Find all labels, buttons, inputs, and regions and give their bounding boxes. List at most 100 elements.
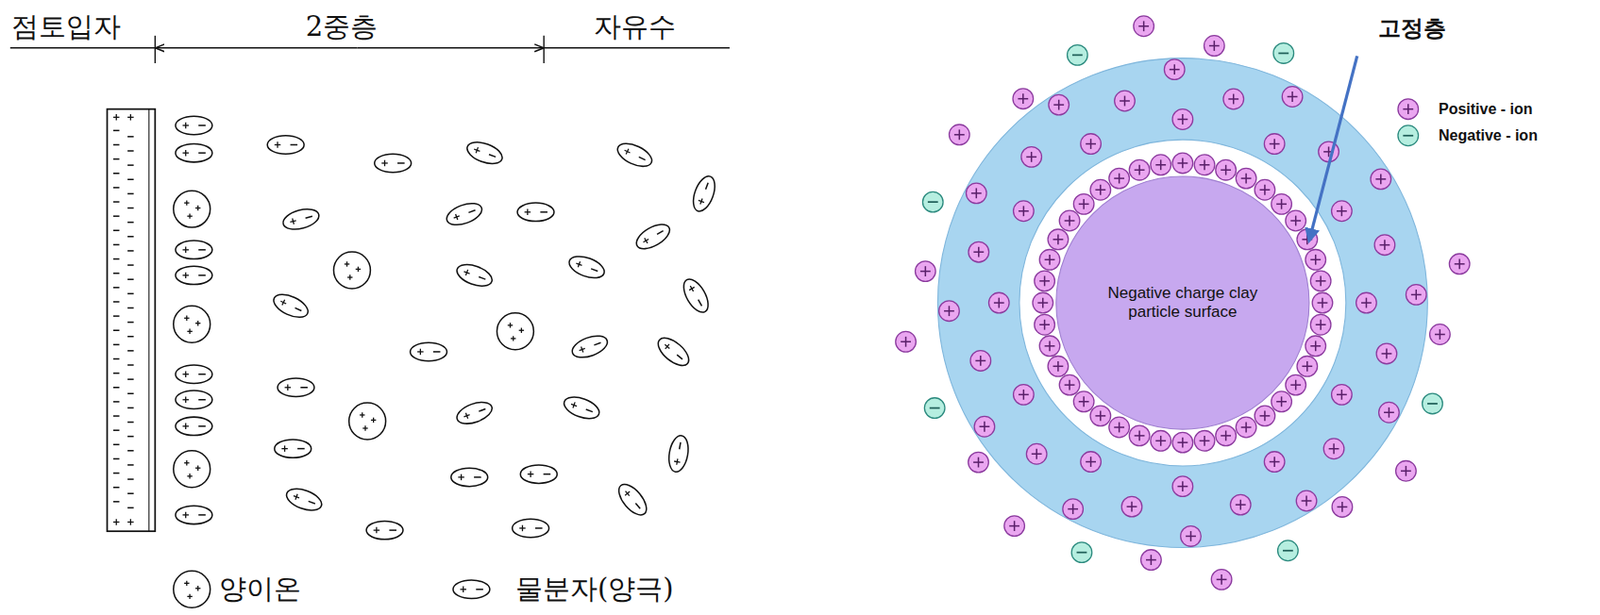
water-molecule — [277, 378, 315, 397]
positive-ion — [1080, 452, 1102, 473]
water-molecule — [269, 289, 311, 322]
water-molecule — [175, 505, 213, 524]
positive-ion — [1021, 147, 1043, 169]
positive-ion — [1271, 391, 1293, 413]
positive-ion — [1163, 59, 1185, 81]
positive-ion — [1448, 253, 1470, 275]
water-molecule — [281, 205, 322, 234]
positive-ion — [1254, 405, 1276, 427]
positive-ion — [1109, 168, 1130, 189]
pointer-arrow — [1309, 55, 1358, 241]
water-molecule — [614, 138, 656, 171]
positive-ion — [974, 416, 995, 438]
water-molecule — [443, 199, 485, 230]
positive-ion — [1059, 374, 1080, 396]
positive-ion — [1047, 355, 1069, 377]
cation — [496, 313, 534, 351]
positive-ion — [1285, 374, 1307, 396]
water-molecule — [632, 219, 674, 254]
positive-ion — [1133, 16, 1155, 37]
positive-ion — [1305, 249, 1327, 270]
positive-ion — [1305, 336, 1327, 357]
positive-ion — [1128, 425, 1150, 447]
positive-ion — [1039, 249, 1061, 270]
positive-ion — [1141, 550, 1163, 572]
water-molecule — [561, 393, 603, 424]
positive-ion — [1090, 179, 1112, 201]
positive-ion — [895, 331, 917, 353]
water-molecule — [175, 240, 213, 259]
free-water-label: 자유수 — [593, 8, 676, 47]
positive-ion — [1059, 210, 1080, 232]
cation — [173, 305, 211, 343]
positive-ion — [1215, 159, 1237, 181]
water-molecule — [175, 266, 213, 285]
positive-ion — [970, 351, 992, 372]
legend-text: 물분자(양극) — [515, 571, 674, 609]
positive-ion — [1296, 229, 1318, 251]
water-molecule — [689, 173, 720, 215]
positive-ion — [1397, 99, 1419, 120]
positive-ion — [949, 124, 971, 146]
positive-ion — [1263, 134, 1285, 155]
water-molecule — [520, 465, 557, 484]
positive-ion — [1013, 385, 1035, 406]
positive-ion — [1312, 292, 1333, 314]
node-label: Negative charge clay particle surface — [1107, 284, 1259, 323]
positive-ion — [1194, 431, 1215, 453]
legend-text: Negative - ion — [1438, 127, 1538, 145]
negative-ion — [1071, 542, 1093, 564]
water-molecule — [175, 390, 213, 409]
positive-ion — [1090, 405, 1112, 427]
positive-ion — [1012, 88, 1034, 110]
cation — [173, 190, 211, 228]
negative-ion — [1422, 393, 1444, 415]
cation — [173, 451, 211, 489]
water-molecule — [464, 137, 506, 169]
positive-ion — [1034, 314, 1056, 336]
positive-ion — [1374, 235, 1396, 256]
cation — [333, 252, 371, 289]
positive-ion — [1004, 516, 1026, 538]
negative-ion — [924, 398, 945, 420]
water-molecule — [613, 480, 652, 521]
positive-ion — [1073, 391, 1095, 413]
positive-ion — [1109, 417, 1130, 438]
negative-ion — [1067, 45, 1089, 67]
positive-ion — [1405, 285, 1427, 306]
positive-ion — [1215, 425, 1237, 447]
water-molecule — [453, 580, 490, 599]
negative-ion — [1278, 540, 1299, 562]
positive-ion — [1370, 168, 1392, 190]
positive-ion — [968, 241, 990, 263]
water-molecule — [175, 417, 213, 436]
particle-label: 점토입자 — [11, 8, 121, 47]
water-molecule — [566, 252, 607, 283]
negative-ion — [1397, 125, 1419, 147]
positive-ion — [1114, 90, 1136, 112]
positive-ion — [1229, 494, 1251, 516]
positive-ion — [1379, 402, 1400, 423]
positive-ion — [1172, 109, 1194, 131]
water-molecule — [517, 202, 555, 221]
positive-ion — [1235, 168, 1257, 189]
positive-ion — [1080, 134, 1102, 155]
positive-ion — [1323, 438, 1345, 460]
water-molecule — [451, 468, 489, 487]
positive-ion — [1047, 229, 1069, 251]
positive-ion — [1331, 497, 1353, 519]
positive-ion — [1223, 88, 1245, 110]
cation — [349, 403, 387, 440]
positive-ion — [1331, 201, 1353, 222]
water-molecule — [175, 143, 213, 162]
positive-ion — [1026, 443, 1047, 465]
positive-ion — [1396, 460, 1417, 482]
positive-ion — [1285, 210, 1307, 232]
water-molecule — [284, 485, 325, 516]
water-molecule — [274, 439, 312, 458]
positive-ion — [1204, 35, 1226, 57]
water-molecule — [512, 519, 550, 538]
negative-ion — [922, 191, 944, 213]
positive-ion — [1254, 179, 1276, 201]
